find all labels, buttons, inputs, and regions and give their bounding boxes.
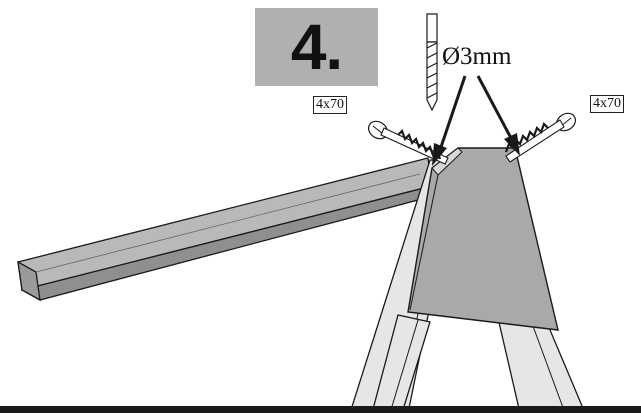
drill-diameter-label: Ø3mm	[442, 43, 512, 70]
bottom-divider	[0, 406, 641, 413]
screw-size-label-left: 4x70	[313, 96, 347, 114]
screw-right	[504, 112, 576, 163]
bracket-plate	[407, 147, 559, 331]
screw-size-label-right: 4x70	[590, 95, 624, 113]
drill-bit-icon	[426, 13, 438, 112]
step-number-badge: 4.	[255, 8, 378, 86]
drill-pointer-arrows	[432, 75, 520, 166]
top-beam	[17, 157, 435, 302]
